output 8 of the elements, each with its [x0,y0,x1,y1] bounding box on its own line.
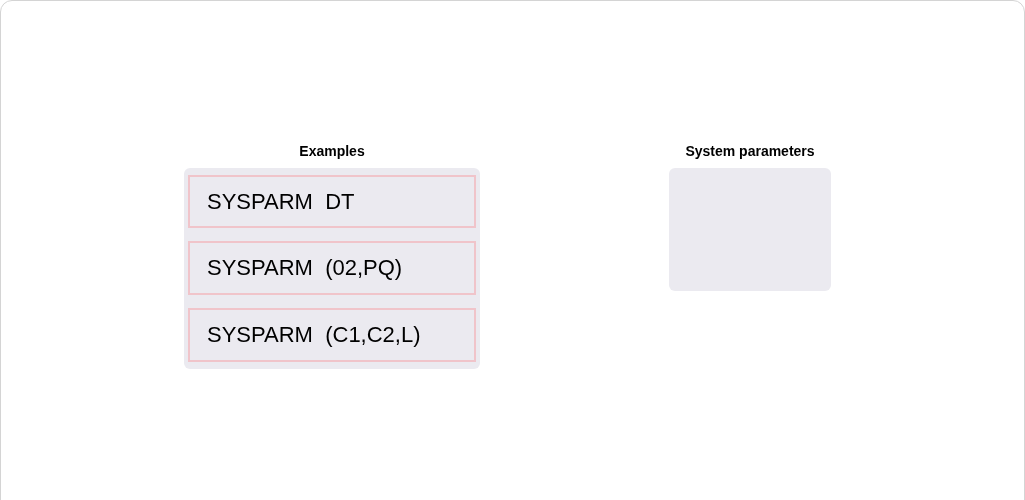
example-text: SYSPARM (C1,C2,L) [207,321,422,349]
example-box [188,308,476,362]
example-text: SYSPARM DT [207,187,356,216]
panel-heading: Examples [298,142,366,161]
panel-heading: System parameters [684,142,816,161]
example-box [188,241,476,295]
example-box [188,175,476,228]
example-text: SYSPARM (02,PQ) [207,254,404,282]
